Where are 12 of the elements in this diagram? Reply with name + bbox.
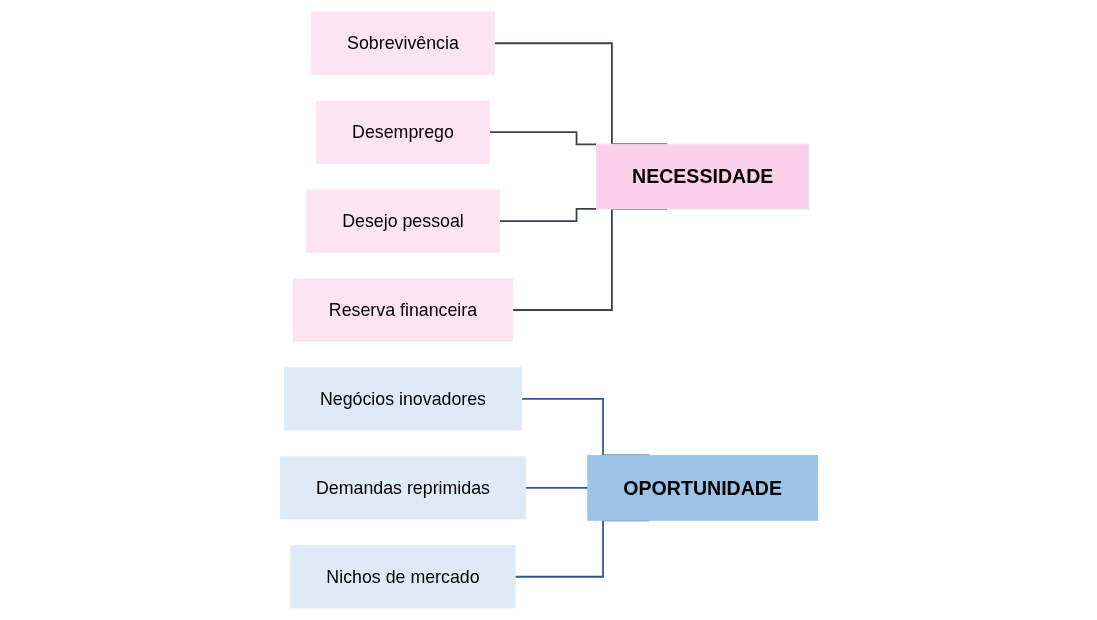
node-box: Desejo pessoal	[305, 189, 500, 253]
connector	[488, 131, 597, 146]
node-box: NECESSIDADE	[595, 143, 809, 210]
node-box: Negócios inovadores	[283, 367, 522, 431]
node-box: OPORTUNIDADE	[586, 454, 818, 521]
node-box: Desemprego	[315, 100, 490, 164]
node-box: Nichos de mercado	[289, 545, 516, 609]
node-box: Sobrevivência	[310, 11, 495, 75]
connector	[497, 208, 597, 222]
node-box: Reserva financeira	[292, 278, 513, 342]
node-box: Demandas reprimidas	[279, 456, 526, 520]
connector	[524, 486, 589, 489]
